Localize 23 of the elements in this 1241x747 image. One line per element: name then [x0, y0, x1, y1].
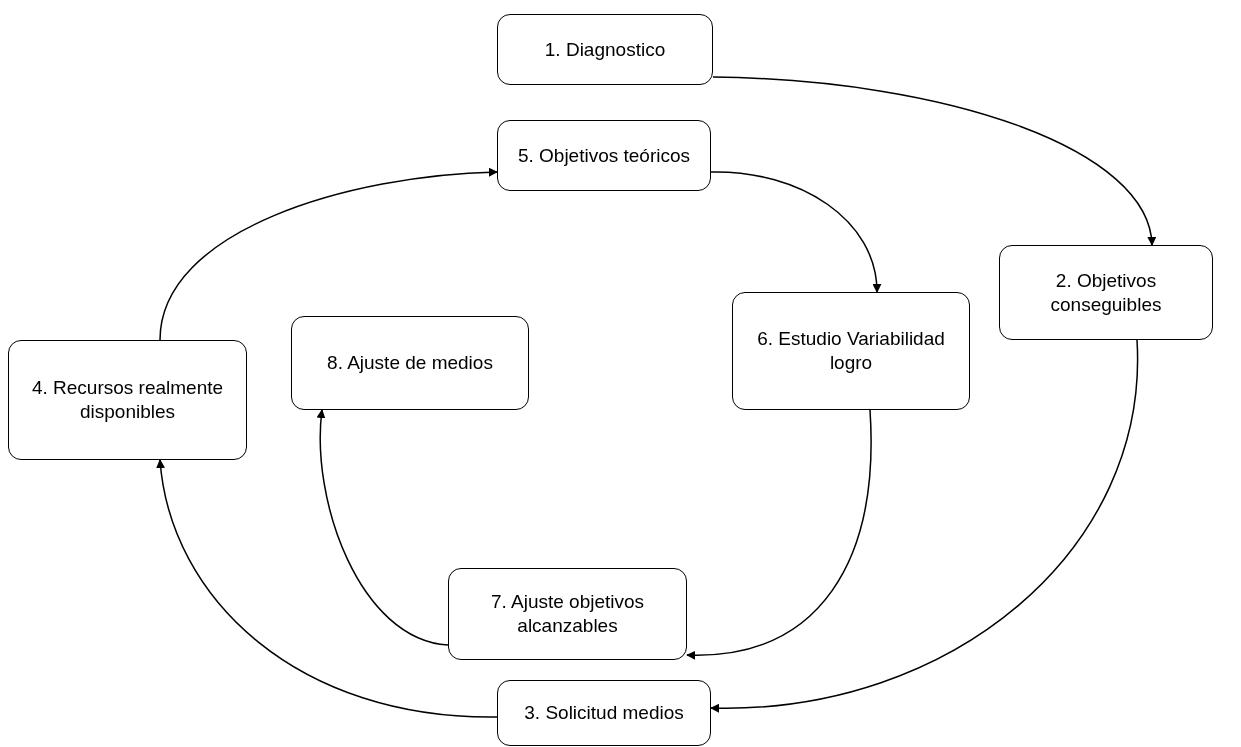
box-label: 1. Diagnostico [544, 37, 666, 62]
box-label: 8. Ajuste de medios [327, 351, 493, 375]
box-label: 4. Recursos realmente disponibles [30, 376, 225, 424]
curved-arrow [156, 459, 498, 718]
process-box [999, 245, 1213, 340]
process-box [448, 568, 687, 660]
process-box [497, 14, 713, 85]
box-label: 3. Solicitud medios [524, 701, 684, 725]
curved-arrow [316, 409, 449, 646]
process-box [732, 292, 970, 410]
process-box [497, 120, 711, 191]
box-label: 7. Ajuste objetivos alcanzables [489, 590, 646, 638]
curved-arrow [710, 339, 1138, 713]
curved-arrow [686, 409, 872, 660]
box-label: 2. Objetivos conseguibles [1049, 268, 1163, 317]
process-box [497, 680, 711, 746]
process-box [291, 316, 529, 410]
curved-arrow [710, 171, 881, 293]
box-label: 5. Objetivos teóricos [517, 143, 691, 168]
box-label: 6. Estudio Variabilidad logro [756, 327, 946, 375]
curved-arrow [159, 167, 498, 341]
curved-arrow [712, 76, 1155, 246]
process-box [8, 340, 247, 460]
